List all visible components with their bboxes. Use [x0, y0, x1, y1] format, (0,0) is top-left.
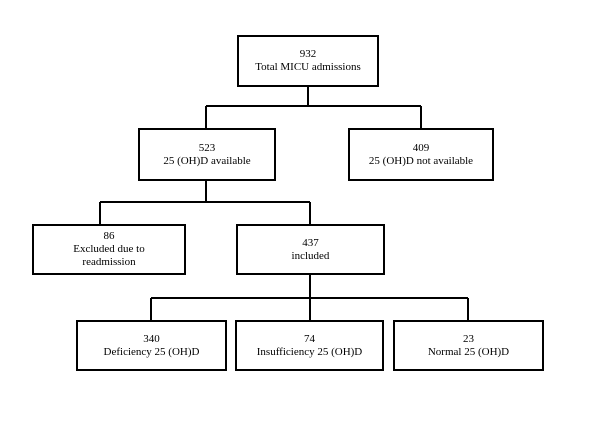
normal-label: Normal 25 (OH)D [427, 345, 510, 358]
excluded-label-line1: Excluded due to [73, 243, 145, 255]
deficiency-box: 340 Deficiency 25 (OH)D [76, 320, 227, 371]
total-admissions-box: 932 Total MICU admissions [237, 35, 379, 87]
insufficiency-count: 74 [304, 332, 315, 345]
vitamin-d-available-label: 25 (OH)D available [163, 154, 251, 167]
vitamin-d-available-count: 523 [198, 141, 216, 154]
deficiency-label: Deficiency 25 (OH)D [103, 345, 200, 358]
total-admissions-count: 932 [299, 48, 317, 60]
included-count: 437 [302, 236, 319, 249]
total-admissions-label: Total MICU admissions [255, 61, 361, 73]
normal-box: 23 Normal 25 (OH)D [393, 320, 544, 371]
vitamin-d-not-available-label: 25 (OH)D not available [368, 154, 474, 167]
excluded-label-line2: readmission [82, 256, 136, 268]
included-box: 437 included [236, 224, 385, 275]
insufficiency-box: 74 Insufficiency 25 (OH)D [235, 320, 384, 371]
excluded-count: 86 [103, 230, 115, 242]
vitamin-d-not-available-count: 409 [412, 141, 430, 154]
deficiency-count: 340 [143, 332, 160, 345]
vitamin-d-available-box: 523 25 (OH)D available [138, 128, 276, 181]
insufficiency-label: Insufficiency 25 (OH)D [256, 345, 363, 358]
normal-count: 23 [463, 332, 474, 345]
excluded-readmission-box: 86 Excluded due to readmission [32, 224, 186, 275]
included-label: included [291, 249, 330, 262]
vitamin-d-not-available-box: 409 25 (OH)D not available [348, 128, 494, 181]
